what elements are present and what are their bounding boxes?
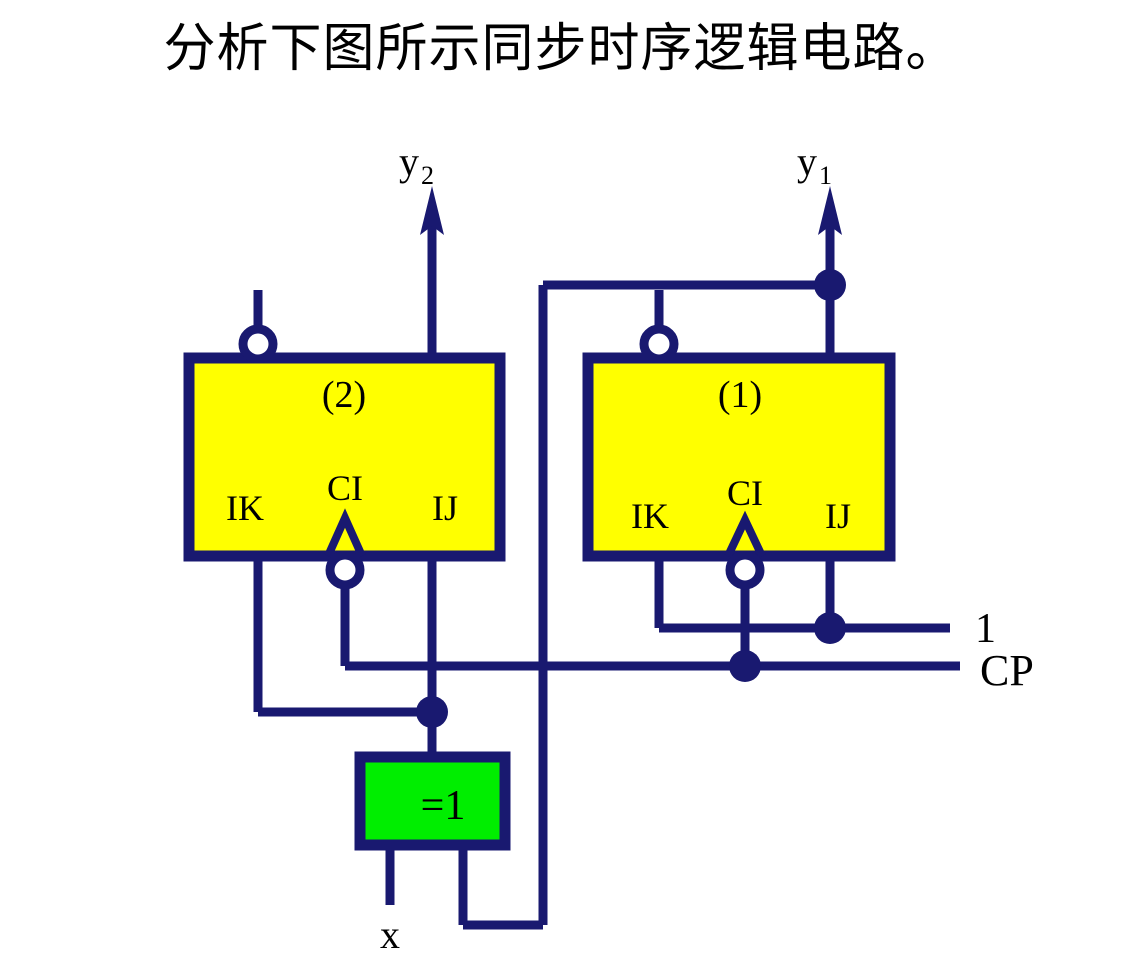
- circuit-diagram: (2) IK CI IJ (1) IK CI IJ =1: [183, 139, 1034, 957]
- flipflop-1[interactable]: (1) IK CI IJ: [582, 324, 896, 590]
- xor-gate-body[interactable]: [354, 751, 511, 851]
- flipflop-1-pin-clock: CI: [727, 473, 763, 513]
- label-logic-one: 1: [975, 606, 996, 652]
- flipflop-1-pin-j: IJ: [825, 496, 851, 536]
- arrowheads: [420, 186, 842, 235]
- page-title: 分析下图所示同步时序逻辑电路。: [163, 19, 959, 79]
- flipflop-2-pin-clock: CI: [327, 468, 363, 508]
- flipflop-2-edge-triangle-icon: [324, 508, 366, 558]
- junction-y1-tap: [814, 269, 846, 301]
- arrowhead-y2: [420, 186, 444, 235]
- flipflop-1-reset-bubble-icon: [639, 324, 679, 364]
- flipflop-1-edge-triangle-icon: [724, 510, 766, 558]
- label-x: x: [380, 912, 400, 957]
- xor-gate-label: =1: [421, 783, 466, 829]
- flipflop-1-name: (1): [718, 374, 762, 416]
- signal-labels: y 2 y 1 1 CP x: [380, 139, 1034, 957]
- flipflop-2-name: (2): [322, 374, 366, 416]
- flipflop-1-pin-k: IK: [631, 496, 669, 536]
- flipflop-2[interactable]: (2) IK CI IJ: [183, 324, 506, 590]
- label-y1: y: [797, 139, 817, 184]
- label-cp: CP: [980, 646, 1034, 695]
- junction-dots: [416, 269, 846, 728]
- flipflop-2-pin-j: IJ: [432, 488, 458, 528]
- junction-logic-one: [814, 612, 846, 644]
- arrowhead-y1: [818, 186, 842, 235]
- label-y1-subscript: 1: [819, 161, 832, 190]
- flipflop-2-clock-bubble-icon: [325, 550, 365, 590]
- label-y2-subscript: 2: [421, 161, 434, 190]
- xor-gate[interactable]: =1: [354, 751, 511, 851]
- junction-xor-output: [416, 696, 448, 728]
- flipflop-2-reset-bubble-icon: [238, 324, 278, 364]
- junction-cp-ff1: [729, 650, 761, 682]
- flipflop-2-pin-k: IK: [226, 488, 264, 528]
- label-y2: y: [399, 139, 419, 184]
- flipflop-1-clock-bubble-icon: [725, 550, 765, 590]
